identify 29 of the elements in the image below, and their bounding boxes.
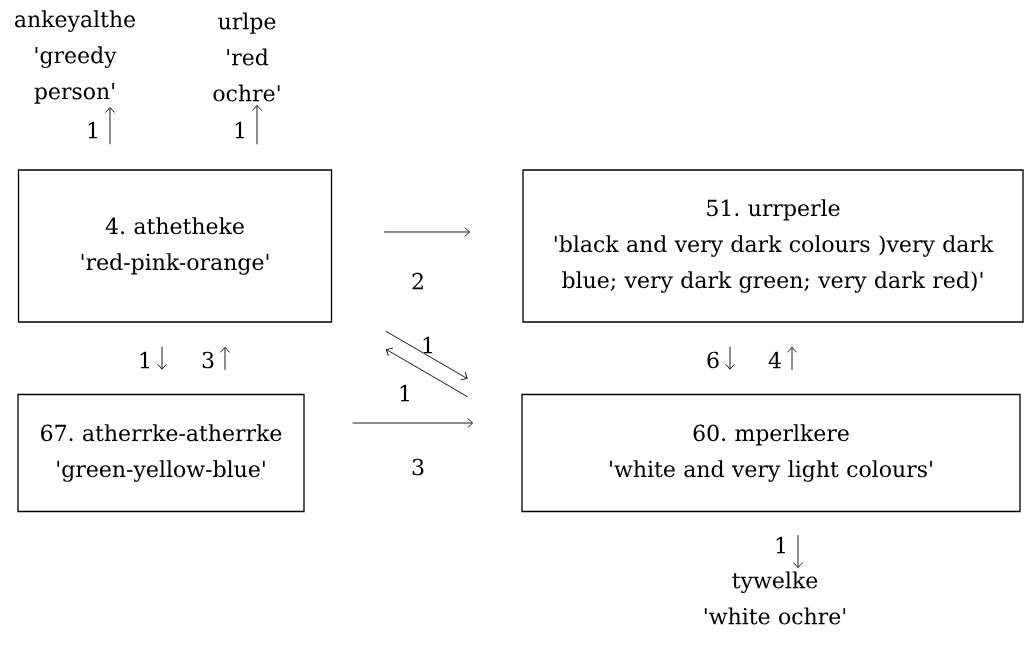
edge-label: 3 (202, 351, 214, 369)
edge-label: 4 (768, 351, 781, 369)
edge-label: 1 (140, 351, 149, 369)
arrow (105, 107, 115, 145)
arrow (220, 346, 230, 371)
arrow (385, 330, 468, 381)
term-box: 4. athetheke 'red-pink-orange' (17, 169, 333, 323)
word-gloss-text: tywelke 'white ochre' (704, 571, 846, 625)
edge-label: 1 (400, 384, 409, 402)
arrow (252, 104, 262, 145)
arrow (793, 534, 803, 569)
arrow (352, 418, 474, 428)
word-gloss-text: ankeyalthe 'greedy person' (15, 10, 136, 104)
edge-label: 6 (707, 351, 719, 369)
arrow (787, 346, 797, 371)
edge-label: 2 (412, 272, 423, 290)
edge-label: 3 (412, 458, 424, 476)
arrow (385, 347, 469, 398)
edge-label: 1 (235, 121, 244, 139)
edge-label: 1 (776, 536, 785, 554)
term-box: 67. atherrke-atherrke 'green-yellow-blue' (17, 393, 305, 513)
edge-label: 1 (88, 121, 97, 139)
word-gloss-text: urlpe 'red ochre' (213, 12, 280, 102)
term-box: 60. mperlkere 'white and very light colours' (521, 393, 1021, 513)
edge-label: 1 (423, 336, 432, 354)
arrow (157, 346, 167, 370)
arrow (383, 227, 471, 237)
arrow (725, 346, 735, 370)
term-box: 51. urrperle 'black and very dark colours )very dark blue; very dark green; very dark red)' (522, 169, 1024, 323)
